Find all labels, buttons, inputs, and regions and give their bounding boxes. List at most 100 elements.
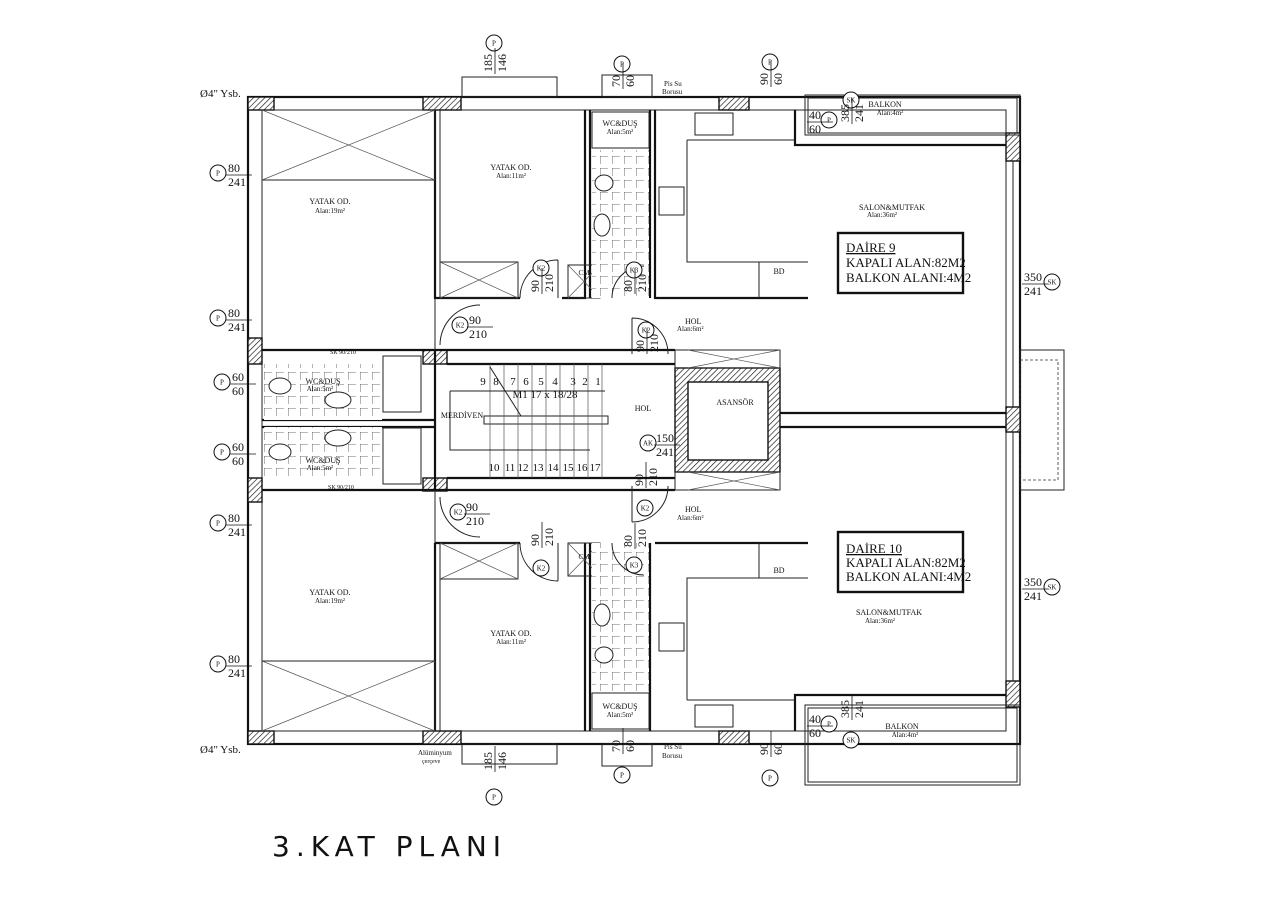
opening-width: 90 xyxy=(528,534,542,546)
opening-height: 146 xyxy=(495,54,509,72)
room-name: BALKON xyxy=(885,722,919,731)
step-number: 2 xyxy=(582,376,588,388)
opening-width: 90 xyxy=(466,500,478,514)
opening-height: 210 xyxy=(542,528,556,546)
sk-door-label: SK 90/210 xyxy=(328,485,354,491)
room-area: Alan:5m² xyxy=(607,711,634,719)
tag-circle xyxy=(613,55,631,73)
step-number: 9 xyxy=(480,376,486,388)
opening-code: K2 xyxy=(641,505,650,513)
opening-code: K3 xyxy=(630,562,639,570)
opening-width: 60 xyxy=(232,370,244,384)
room-area: Alan:11m² xyxy=(496,172,526,180)
room-area: Alan:36m² xyxy=(865,617,895,625)
opening-width: 90 xyxy=(757,73,771,85)
opening-code: P xyxy=(827,117,831,125)
opening-width: 80 xyxy=(621,535,635,547)
opening-code: SK xyxy=(1048,279,1057,287)
step-number: 10 xyxy=(489,462,501,474)
opening-width: 60 xyxy=(232,440,244,454)
step-number: 6 xyxy=(523,376,529,388)
opening-width: 90 xyxy=(633,340,647,352)
opening-code: K2 xyxy=(537,565,546,573)
opening-height: 60 xyxy=(771,73,785,85)
tag-circle xyxy=(1043,578,1061,596)
room-name: HOL xyxy=(685,505,702,514)
fixtures xyxy=(261,109,808,732)
step-number: 1 xyxy=(595,376,601,388)
opening-height: 241 xyxy=(852,104,866,122)
step-number: 7 xyxy=(510,376,516,388)
opening-width: 185 xyxy=(481,752,495,770)
opening-height: 210 xyxy=(646,468,660,486)
step-number: 11 xyxy=(505,462,516,474)
opening-code: P xyxy=(827,721,831,729)
annotations: Ø4" Ysb. Ø4" Ysb. Pis Su Borusu Pis Su B… xyxy=(200,80,683,765)
step-number: 8 xyxy=(493,376,499,388)
room-area: Alan:5m² xyxy=(607,128,634,136)
room-name: YATAK OD. xyxy=(490,163,531,172)
unit-closed-area: KAPALI ALAN:82M2 xyxy=(846,255,966,270)
unit-name: DAİRE 9 xyxy=(846,240,895,255)
opening-width: 40 xyxy=(809,108,821,122)
tag-circle xyxy=(625,556,643,574)
step-number: 12 xyxy=(518,462,529,474)
opening-code: P xyxy=(492,794,496,802)
waste-pipe-label: Borusu xyxy=(662,88,683,96)
opening-width: 90 xyxy=(757,743,771,755)
opening-code: SK xyxy=(1048,584,1057,592)
unit-balcony-area: BALKON ALANI:4M2 xyxy=(846,569,971,584)
opening-height: 60 xyxy=(232,454,244,468)
step-number: 4 xyxy=(552,376,558,388)
tag-circle xyxy=(449,503,467,521)
opening-code: P xyxy=(220,379,224,387)
opening-code: SK xyxy=(847,97,856,105)
opening-code: P xyxy=(216,520,220,528)
room-area: Alan:19m² xyxy=(315,597,345,605)
tag-circle xyxy=(209,655,227,673)
tag-circle xyxy=(485,788,503,806)
opening-width: 80 xyxy=(621,280,635,292)
tag-circle xyxy=(209,164,227,182)
opening-code: P xyxy=(492,40,496,48)
opening-width: 150 xyxy=(656,431,674,445)
room-area: Alan:6m² xyxy=(677,325,704,333)
opening-height: 210 xyxy=(647,334,661,352)
room-area: Alan:4m² xyxy=(877,109,904,117)
tag-circle xyxy=(842,731,860,749)
room-area: Alan:11m² xyxy=(496,638,526,646)
tag-circle xyxy=(451,316,469,334)
opening-width: 80 xyxy=(228,511,240,525)
step-number: 13 xyxy=(533,462,545,474)
opening-height: 241 xyxy=(228,175,246,189)
opening-width: 385 xyxy=(838,104,852,122)
unit-balcony-area: BALKON ALANI:4M2 xyxy=(846,270,971,285)
waste-pipe-label: Pis Su xyxy=(664,80,682,88)
pipe-label: Ø4" Ysb. xyxy=(200,88,241,100)
opening-height: 60 xyxy=(771,743,785,755)
opening-code: K2 xyxy=(454,509,463,517)
